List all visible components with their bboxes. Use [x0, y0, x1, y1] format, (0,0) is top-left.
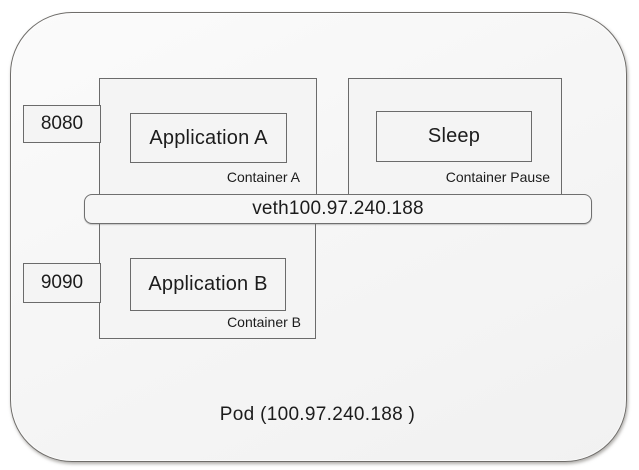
- veth-bridge-bar: veth100.97.240.188: [84, 194, 592, 224]
- port-9090-box: 9090: [23, 263, 101, 303]
- port-8080-box: 8080: [23, 105, 101, 143]
- application-a-label: Application A: [149, 126, 268, 149]
- application-a-box: Application A: [130, 113, 287, 163]
- port-9090-label: 9090: [40, 272, 84, 293]
- container-pause-name-label: Container Pause: [445, 169, 550, 185]
- veth-label: veth100.97.240.188: [252, 198, 424, 219]
- application-b-label: Application B: [148, 273, 268, 295]
- pod-label: Pod (100.97.240.188 ): [219, 404, 416, 425]
- container-a-name-label: Container A: [226, 169, 300, 185]
- application-b-box: Application B: [130, 258, 286, 311]
- port-8080-label: 8080: [40, 113, 84, 134]
- container-b-name-label: Container B: [227, 314, 301, 330]
- sleep-box: Sleep: [376, 111, 532, 162]
- sleep-label: Sleep: [427, 125, 481, 147]
